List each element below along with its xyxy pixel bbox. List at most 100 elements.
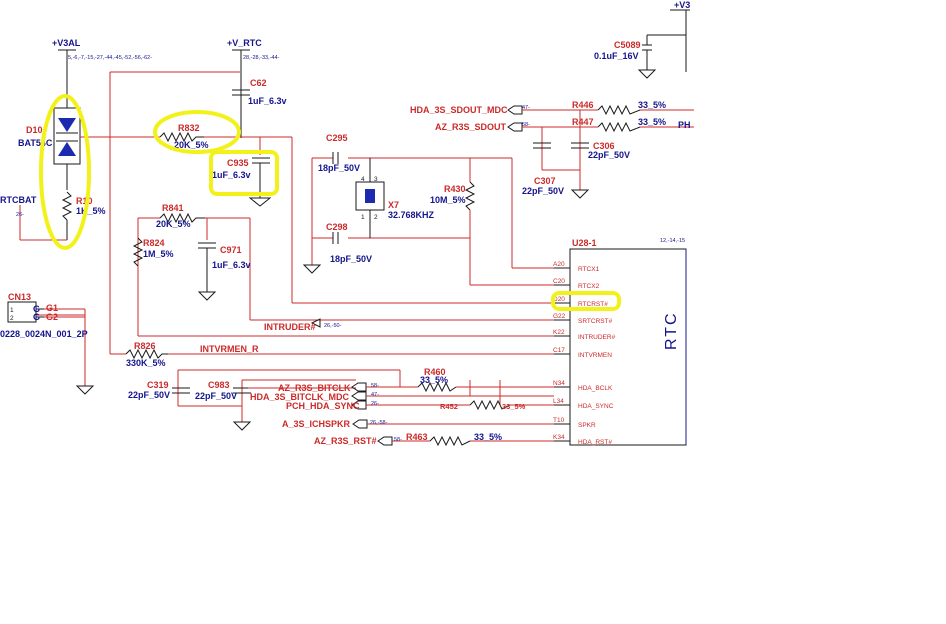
az-bitclk-ref: 58- xyxy=(371,383,379,389)
c5089-value: 0.1uF_16V xyxy=(594,51,639,61)
svg-text:G1: G1 xyxy=(46,303,58,313)
r841-value: 20K_5% xyxy=(156,219,191,229)
resistor-r10: R10 1K_5% xyxy=(19,191,106,241)
r460-ref: R460 xyxy=(424,367,446,377)
cap-c5089: C5089 0.1uF_16V xyxy=(594,34,686,79)
pin-name: INTRUDER# xyxy=(578,334,616,341)
c298-value: 18pF_50V xyxy=(330,254,372,264)
pin-name: INTVRMEN xyxy=(578,352,612,359)
pin-number: A20 xyxy=(553,261,565,268)
resistor-r463: R463 33_5% xyxy=(406,432,502,447)
pin-name: SRTCRST# xyxy=(578,318,613,325)
x7-value: 32.768KHZ xyxy=(388,210,435,220)
svg-text:G2: G2 xyxy=(46,312,58,322)
rtcbat-label: RTCBAT xyxy=(0,195,37,205)
svg-text:4: 4 xyxy=(361,176,365,183)
svg-text:3: 3 xyxy=(374,176,378,183)
hda-sdout-mdc-label: HDA_3S_SDOUT_MDC xyxy=(410,105,508,115)
pin-number: G22 xyxy=(553,313,566,320)
c935-ref: C935 xyxy=(227,158,249,168)
crystal-x7: 4 3 1 2 C295 18pF_50V C298 18pF_50V X7 3… xyxy=(302,133,470,274)
intvrmen-net-label: INTVRMEN_R xyxy=(200,344,259,354)
ic-pins: A20RTCX1C20RTCX2D20RTCRST#G22SRTCRST#K22… xyxy=(553,261,616,446)
svg-text:1: 1 xyxy=(361,214,365,221)
cap-c62: C62 1uF_6.3v xyxy=(232,78,287,106)
r10-ref: R10 xyxy=(76,196,93,206)
vrtc-label: +V_RTC xyxy=(227,38,262,48)
r824-value: 1M_5% xyxy=(143,249,174,259)
pin-name: RTCX2 xyxy=(578,283,600,290)
pin-number: K34 xyxy=(553,434,565,441)
r463-value: 33_5% xyxy=(474,432,502,442)
c319-ref: C319 xyxy=(147,380,169,390)
r841-ref: R841 xyxy=(162,203,184,213)
az-sdout-label: AZ_R3S_SDOUT xyxy=(435,122,507,132)
pin-number: C20 xyxy=(553,278,565,285)
wires xyxy=(36,71,554,386)
pin-number: D20 xyxy=(553,296,565,303)
connector-cn13: CN13 0228_0024N_001_2P 1 2 G G G1 G2 xyxy=(0,292,95,395)
c307-value: 22pF_50V xyxy=(522,186,564,196)
c306-ref: C306 xyxy=(593,141,615,151)
highlight-diode xyxy=(39,94,91,250)
u28-refs: 12,-14,-15 xyxy=(660,238,685,244)
r447-value: 33_5% xyxy=(638,117,666,127)
cn13-part: 0228_0024N_001_2P xyxy=(0,329,88,339)
d10-ref: D10 xyxy=(26,125,43,135)
c983-ref: C983 xyxy=(208,380,230,390)
az-sdout-ref: 58- xyxy=(522,122,530,128)
spkr-ref: 26,-58- xyxy=(370,420,388,426)
sdout-nets: HDA_3S_SDOUT_MDC 47- AZ_R3S_SDOUT 58- C3… xyxy=(410,105,694,199)
spkr-label: A_3S_ICHSPKR xyxy=(282,419,351,429)
diode-d10: D10 BAT54C xyxy=(18,95,110,190)
r452-ref: R452 xyxy=(440,402,458,411)
x7-ref: X7 xyxy=(388,200,399,210)
r430-value: 10M_5% xyxy=(430,195,466,205)
cn13-ref: CN13 xyxy=(8,292,31,302)
c971-ref: C971 xyxy=(220,245,242,255)
r430-ref: R430 xyxy=(444,184,466,194)
pin-name: HDA_BCLK xyxy=(578,385,613,392)
resistor-r430: R430 10M_5% xyxy=(430,157,554,286)
r10-value: 1K_5% xyxy=(76,206,106,216)
r826-ref: R826 xyxy=(134,341,156,351)
hda-caps: C319 22pF_50V C983 22pF_50V xyxy=(128,369,400,431)
hda-nets: AZ_R3S_BITCLK 58- HDA_3S_BITCLK_MDC 47- … xyxy=(242,370,554,446)
pin-name: SPKR xyxy=(578,422,596,429)
v3-rail: +V3 xyxy=(670,0,690,72)
svg-text:1: 1 xyxy=(10,307,14,314)
pin-number: N34 xyxy=(553,380,565,387)
c62-value: 1uF_6.3v xyxy=(248,96,287,106)
annotation-highlights xyxy=(39,94,621,311)
intruder-net: INTRUDER# 26,-50- xyxy=(264,318,342,332)
d10-value: BAT54C xyxy=(18,138,53,148)
pin-name: RTCX1 xyxy=(578,266,600,273)
r460-value: 33_5% xyxy=(420,375,448,385)
resistor-r447: R447 33_5% xyxy=(572,117,666,133)
v3al-refs: 5,-6,-7,-15,-27,-44,-45,-52,-56,-62- xyxy=(68,55,152,61)
pin-number: T10 xyxy=(553,417,565,424)
resistor-r452: R452 33_5% xyxy=(440,399,526,411)
svg-text:2: 2 xyxy=(10,315,14,322)
pch-sync-ref: 26- xyxy=(371,401,379,407)
pin-number: C17 xyxy=(553,347,565,354)
resistor-r841: R841 20K_5% xyxy=(156,203,205,229)
c319-value: 22pF_50V xyxy=(128,390,170,400)
resistor-r446: R446 33_5% xyxy=(572,100,666,116)
vrtc-rail: +V_RTC 28,-28,-33,-44- xyxy=(227,38,280,138)
hda-bitclk-mdc-ref: 47- xyxy=(371,392,379,398)
pin-number: K22 xyxy=(553,329,565,336)
pch-sync-label: PCH_HDA_SYNC xyxy=(286,401,360,411)
c5089-ref: C5089 xyxy=(614,40,641,50)
c983-value: 22pF_50V xyxy=(195,391,237,401)
r463-ref: R463 xyxy=(406,432,428,442)
r832-ref: R832 xyxy=(178,123,200,133)
intruder-net-label: INTRUDER# xyxy=(264,322,316,332)
resistor-r832: R832 20K_5% xyxy=(159,123,209,150)
az-bitclk-label: AZ_R3S_BITCLK xyxy=(278,383,351,393)
c971-value: 1uF_6.3v xyxy=(212,260,251,270)
resistor-r826: R826 330K_5% INTVRMEN_R xyxy=(125,341,259,368)
c306-value: 22pF_50V xyxy=(588,150,630,160)
vrtc-refs: 28,-28,-33,-44- xyxy=(243,55,280,61)
